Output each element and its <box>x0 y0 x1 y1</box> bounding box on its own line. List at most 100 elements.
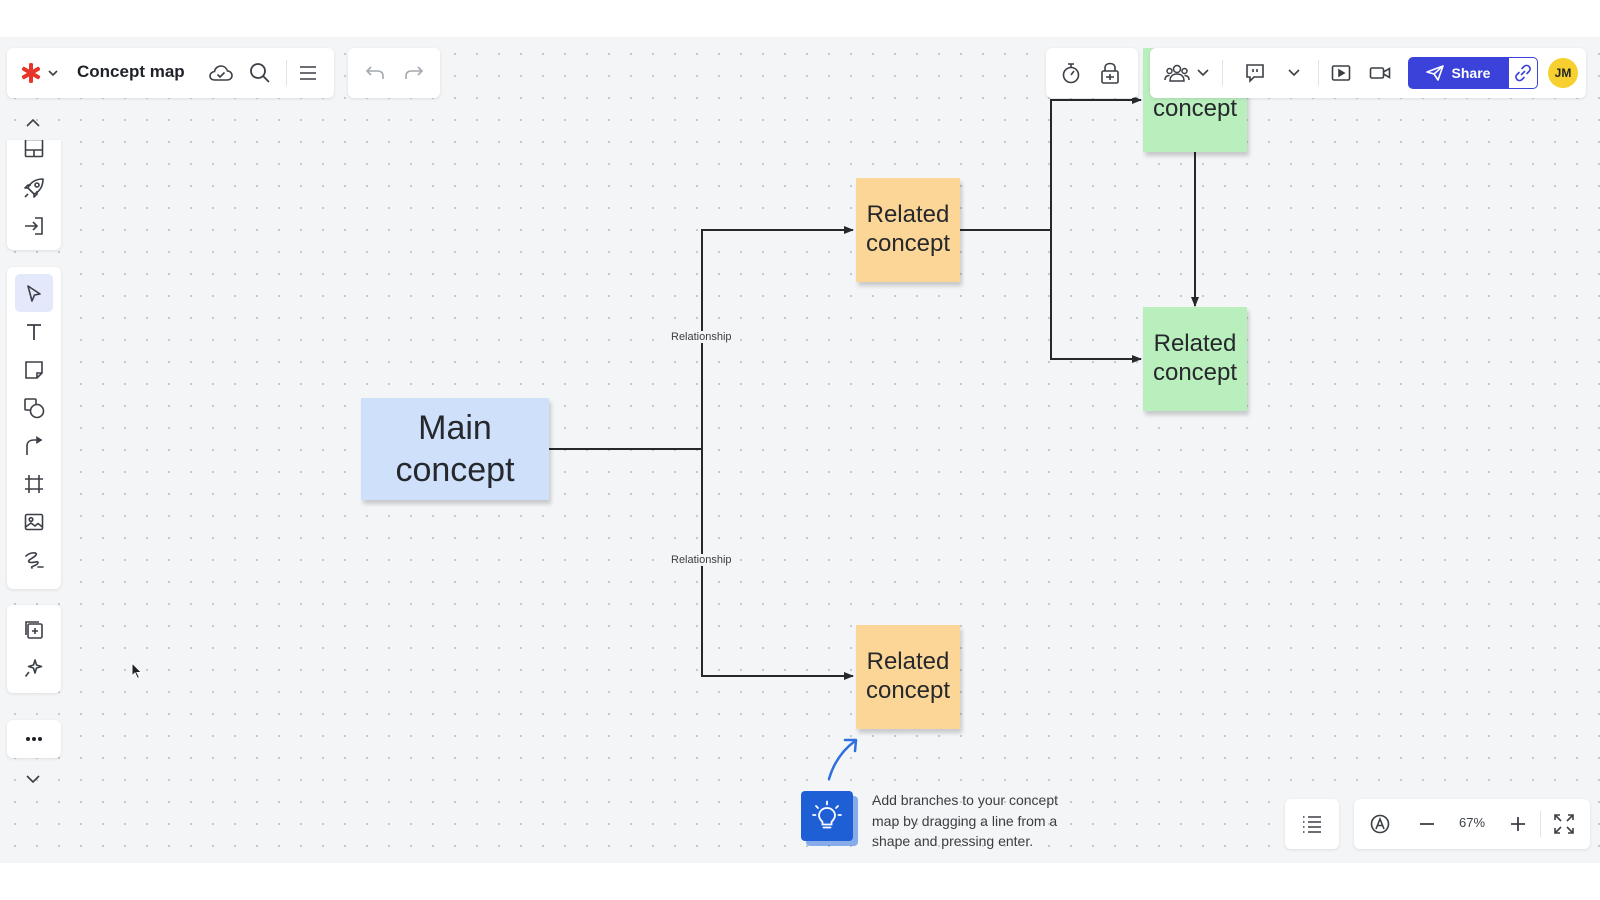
templates-button[interactable] <box>20 140 48 158</box>
mouse-cursor-icon <box>131 662 143 680</box>
chevron-down-icon <box>1197 69 1209 77</box>
lock-icon <box>1101 62 1119 84</box>
text-icon <box>27 324 41 340</box>
related-concept-note-bottom[interactable]: Related concept <box>856 625 960 729</box>
search-icon <box>250 63 270 83</box>
paper-plane-icon <box>1425 65 1444 81</box>
list-icon <box>1303 816 1321 833</box>
fullscreen-button[interactable] <box>1550 811 1578 837</box>
zoom-out-button[interactable] <box>1413 811 1441 837</box>
frame-tool-button[interactable] <box>20 470 48 498</box>
text-tool-button[interactable] <box>20 318 48 346</box>
connector-line-icon <box>26 436 43 455</box>
comment-icon <box>1246 64 1264 83</box>
undo-button[interactable] <box>362 60 388 86</box>
link-icon <box>1515 64 1531 82</box>
timer-button[interactable] <box>1058 60 1084 86</box>
expand-icon <box>1554 814 1574 834</box>
redo-button[interactable] <box>401 60 427 86</box>
relationship-label-upper[interactable]: Relationship <box>670 331 733 343</box>
line-tool-button[interactable] <box>20 432 48 460</box>
pointer-icon <box>27 285 41 302</box>
connector-right-top-branch[interactable] <box>1050 96 1142 230</box>
left-toolbar-extras <box>7 605 61 693</box>
toolbar-scroll-up-button[interactable] <box>20 112 46 134</box>
select-tool-button[interactable] <box>20 280 48 308</box>
collaborators-button[interactable] <box>1163 60 1211 86</box>
undo-redo-panel <box>348 48 440 98</box>
present-button[interactable] <box>1328 60 1354 86</box>
app-menu-button[interactable] <box>18 60 60 86</box>
image-icon <box>24 513 44 531</box>
undo-icon <box>365 66 384 79</box>
main-menu-button[interactable] <box>295 60 321 86</box>
frame-icon <box>25 475 43 493</box>
lucid-logo-icon <box>21 63 40 83</box>
import-button[interactable] <box>20 212 48 240</box>
connector-main-to-bottom[interactable] <box>701 449 854 680</box>
quick-start-button[interactable] <box>20 174 48 202</box>
zoom-controls-panel <box>1354 799 1590 849</box>
tip-text: Add branches to your concept map by drag… <box>872 792 1059 849</box>
select-tool-highlight <box>15 274 53 312</box>
chevron-down-icon <box>47 70 58 77</box>
connector-right-mid-branch[interactable] <box>1050 230 1142 363</box>
template-icon <box>24 140 44 158</box>
search-button[interactable] <box>247 60 273 86</box>
hamburger-menu-icon <box>300 66 316 80</box>
related-concept-note-mid-right[interactable]: Related concept <box>1143 307 1247 411</box>
cloud-check-icon <box>209 65 233 81</box>
outline-button[interactable] <box>1298 811 1326 837</box>
lock-board-button[interactable] <box>1097 60 1123 86</box>
video-call-button[interactable] <box>1367 60 1393 86</box>
accessibility-button[interactable] <box>1366 811 1394 837</box>
share-button-label: Share <box>1451 65 1491 81</box>
image-tool-button[interactable] <box>20 508 48 536</box>
zoom-level[interactable]: 67% <box>1459 815 1486 830</box>
user-avatar[interactable]: JM <box>1548 58 1578 88</box>
add-container-button[interactable] <box>20 616 48 644</box>
tip-lightbulb-card <box>801 791 858 846</box>
video-camera-icon <box>1369 67 1391 79</box>
rocket-icon <box>24 178 44 198</box>
document-title[interactable]: Concept map <box>77 62 185 81</box>
lightbulb-icon <box>812 800 842 829</box>
chevron-down-icon <box>1288 69 1300 77</box>
zoom-in-button[interactable] <box>1504 811 1532 837</box>
cloud-saved-button[interactable] <box>208 60 234 86</box>
outline-panel <box>1285 799 1339 849</box>
pen-scribble-icon <box>25 552 44 569</box>
minus-icon <box>1420 823 1434 825</box>
accessibility-icon <box>1370 814 1390 834</box>
shapes-tool-button[interactable] <box>20 394 48 422</box>
comments-button[interactable] <box>1242 60 1268 86</box>
related-concept-note-top[interactable]: Related concept <box>856 178 960 282</box>
board-canvas[interactable] <box>0 37 1600 863</box>
comments-dropdown-button[interactable] <box>1281 60 1307 86</box>
chevron-down-icon <box>26 775 40 784</box>
sticky-note-tool-button[interactable] <box>20 356 48 384</box>
tip-arrow <box>827 739 857 781</box>
import-icon <box>25 217 43 235</box>
chevron-up-icon <box>26 118 40 127</box>
add-board-icon <box>25 621 43 639</box>
sticky-note-icon <box>25 361 43 379</box>
redo-icon <box>405 66 424 79</box>
more-tools-button[interactable] <box>20 726 48 752</box>
ai-assist-button[interactable] <box>20 654 48 682</box>
draw-tool-button[interactable] <box>20 546 48 574</box>
toolbar-scroll-down-button[interactable] <box>20 768 46 790</box>
sparkle-wand-icon <box>24 659 43 677</box>
copy-link-button[interactable] <box>1508 57 1538 89</box>
board-tools-panel <box>1046 48 1138 98</box>
shapes-icon <box>24 398 45 419</box>
main-concept-note[interactable]: Main concept <box>361 398 549 500</box>
plus-icon <box>1511 817 1525 831</box>
more-dots-icon <box>26 737 42 741</box>
left-toolbar-tools <box>7 267 61 589</box>
relationship-label-lower[interactable]: Relationship <box>670 554 733 566</box>
play-icon <box>1331 65 1351 81</box>
people-icon <box>1164 64 1190 82</box>
share-button[interactable]: Share <box>1408 57 1508 89</box>
